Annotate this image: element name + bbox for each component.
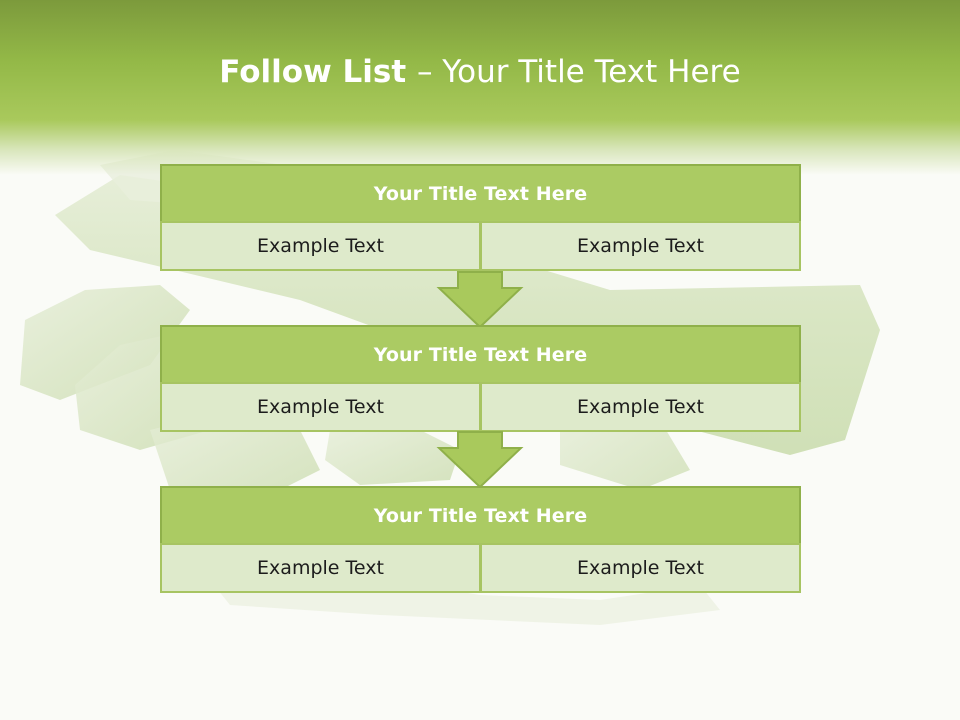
header-band xyxy=(0,0,960,175)
slide-title-rest: – Your Title Text Here xyxy=(416,54,741,90)
down-arrow-icon xyxy=(436,431,524,489)
block-cell-right: Example Text xyxy=(480,221,801,271)
slide-title-bold: Follow List xyxy=(219,54,417,90)
block-title: Your Title Text Here xyxy=(160,325,801,384)
down-arrow-icon xyxy=(436,271,524,329)
block-title: Your Title Text Here xyxy=(160,486,801,545)
block-cell-left: Example Text xyxy=(160,382,481,432)
block-cell-left: Example Text xyxy=(160,221,481,271)
slide-title: Follow List – Your Title Text Here xyxy=(0,54,960,90)
block-title: Your Title Text Here xyxy=(160,164,801,223)
block-cell-right: Example Text xyxy=(480,382,801,432)
block-cell-left: Example Text xyxy=(160,543,481,593)
block-cell-right: Example Text xyxy=(480,543,801,593)
